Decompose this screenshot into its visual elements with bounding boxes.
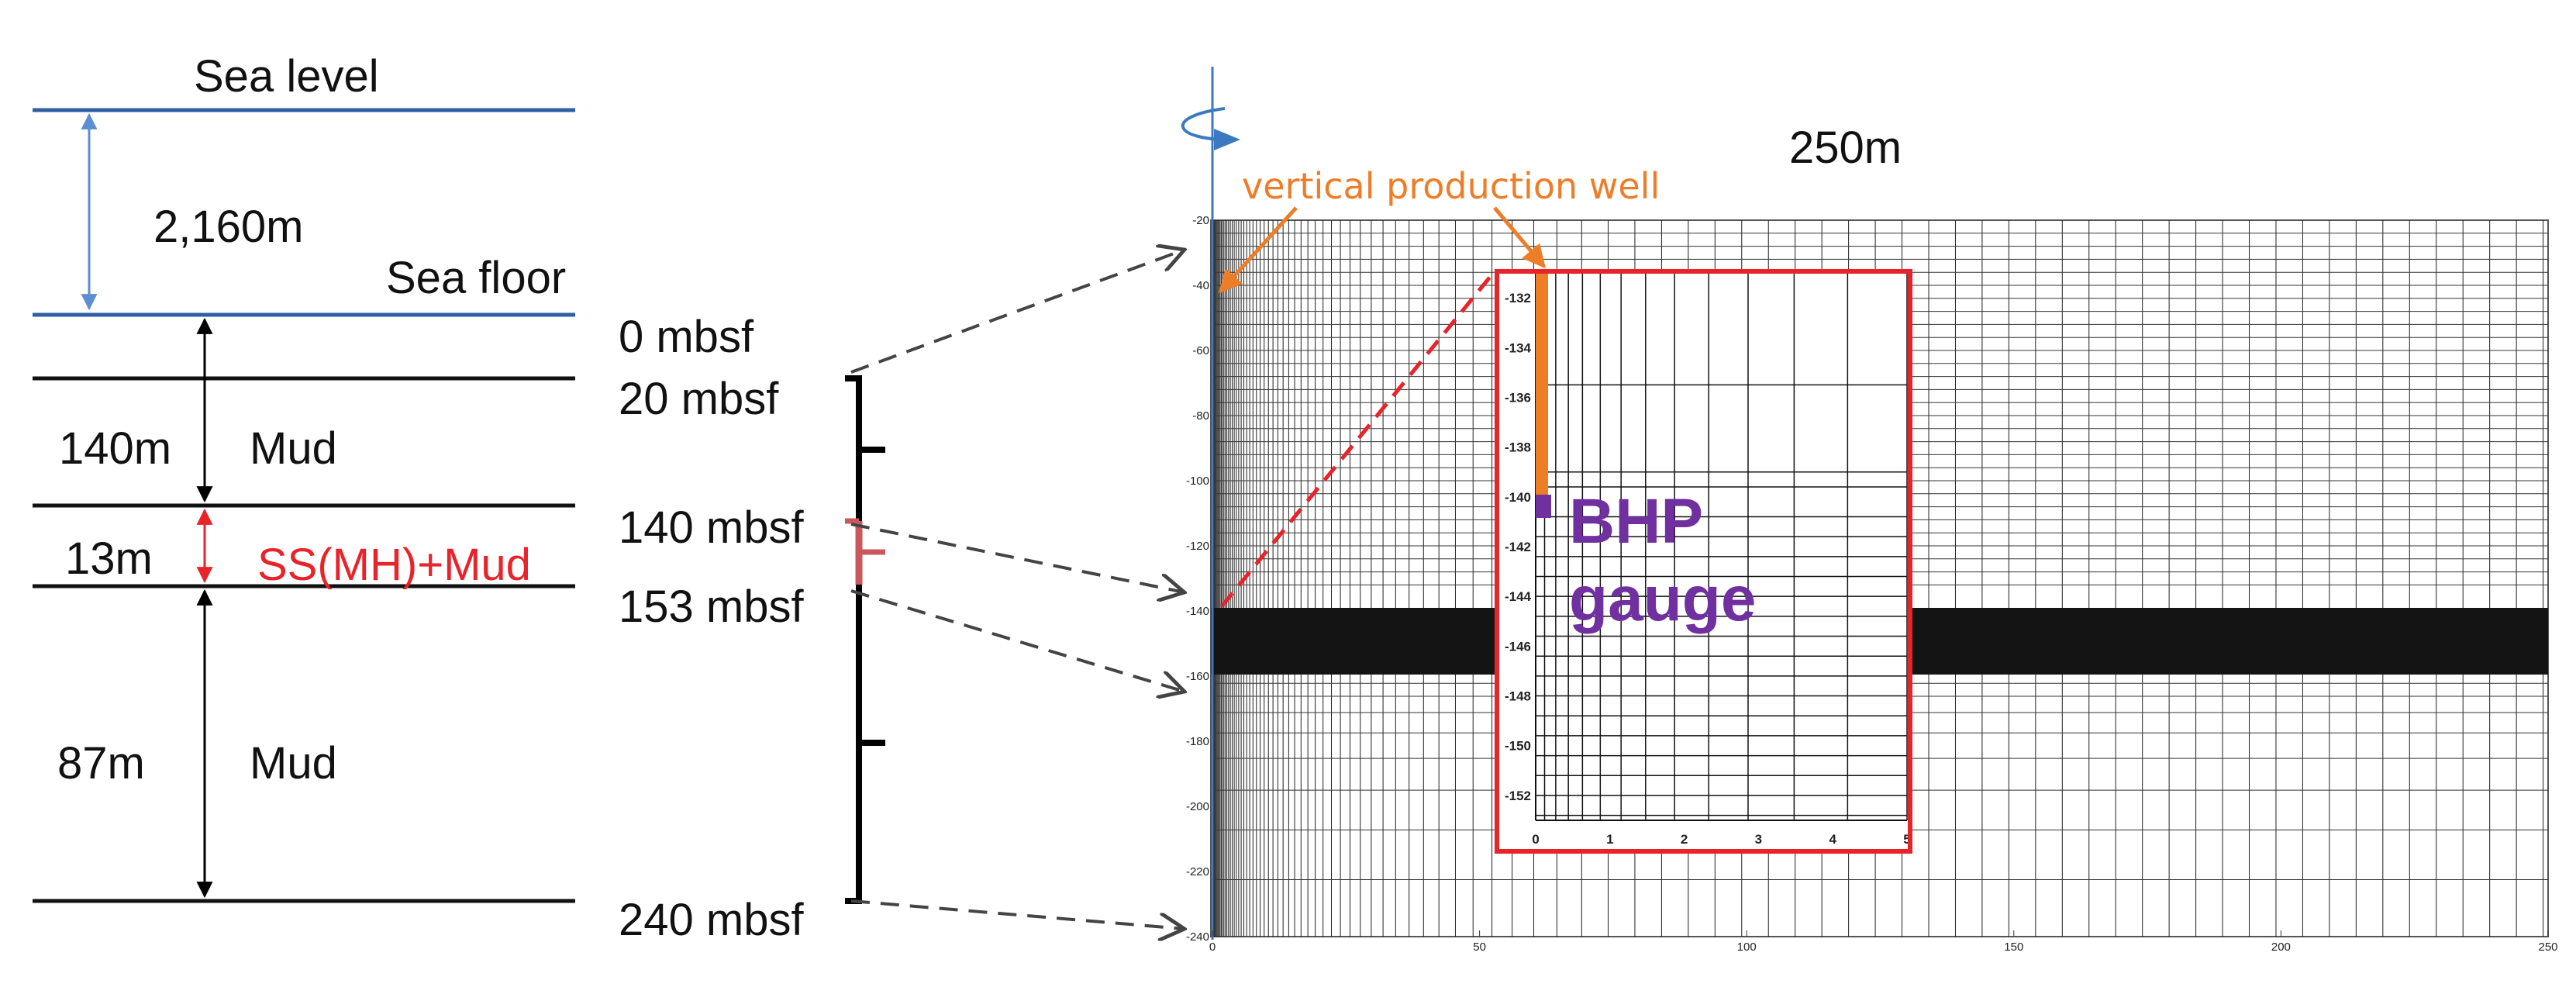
mesh-width-label: 250m	[1789, 123, 1902, 173]
depth-label-20: 20 mbsf	[619, 374, 779, 424]
y-tick-label: -140	[1186, 605, 1209, 618]
inset-y-tick-label: -138	[1505, 440, 1531, 455]
layer-2-material: SS(MH)+Mud	[257, 540, 531, 590]
inset-y-tick-label: -150	[1505, 739, 1531, 754]
inset-x-tick-label: 1	[1606, 832, 1613, 847]
production-well-marker	[1536, 273, 1548, 502]
well-pointer-right	[1493, 206, 1546, 269]
link-arrow-140	[850, 523, 1185, 592]
link-arrow-153	[850, 589, 1185, 692]
x-tick-label: 250	[2538, 941, 2557, 954]
depth-label-140: 140 mbsf	[619, 502, 804, 553]
inset-y-tick-label: -146	[1505, 639, 1531, 654]
y-tick-label: -240	[1186, 930, 1209, 944]
y-tick-label: -160	[1186, 670, 1209, 683]
inset-border	[1495, 269, 1912, 854]
water-depth-label: 2,160m	[153, 202, 303, 252]
gauge-label-line1: BHP	[1569, 486, 1703, 557]
y-tick-label: -40	[1192, 279, 1209, 292]
well-pointer-left	[1218, 206, 1298, 294]
x-tick-label: 100	[1737, 941, 1757, 954]
depth-scale: 0 mbsf 20 mbsf 140 mbsf 153 mbsf 240 mbs…	[619, 250, 1185, 945]
y-tick-label: -60	[1192, 344, 1209, 357]
depth-label-153: 153 mbsf	[619, 582, 804, 632]
link-arrow-20	[850, 250, 1185, 374]
inset-x-tick-label: 3	[1755, 832, 1762, 847]
inset-x-tick-label: 5	[1903, 832, 1910, 847]
sea-level-label: Sea level	[194, 51, 379, 102]
rotation-icon	[1181, 107, 1240, 150]
inset-x-tick-label: 2	[1681, 832, 1688, 847]
y-tick-label: -20	[1192, 214, 1209, 227]
x-tick-label: 50	[1473, 941, 1486, 954]
zoom-guide-line	[1220, 270, 1496, 608]
inset-y-tick-label: -134	[1505, 340, 1532, 355]
inset-x-tick-label: 0	[1532, 832, 1539, 847]
mesh-y-ticks: -20 -40 -60 -80 -100 -120 -140 -160 -180 -200 -220…	[1186, 214, 1209, 944]
layer-1-material: Mud	[250, 423, 337, 474]
bhp-gauge-marker	[1536, 495, 1551, 518]
y-tick-label: -80	[1192, 409, 1209, 423]
x-tick-label: 0	[1209, 941, 1216, 954]
y-tick-label: -180	[1186, 735, 1209, 748]
link-arrow-240	[850, 899, 1185, 929]
y-tick-label: -200	[1186, 800, 1209, 813]
inset-y-tick-label: -144	[1505, 589, 1532, 604]
inset-x-tick-label: 4	[1829, 832, 1836, 847]
y-tick-label: -120	[1186, 540, 1209, 553]
inset-y-tick-label: -148	[1505, 689, 1531, 704]
inset-y-tick-label: -152	[1505, 789, 1531, 803]
inset-background	[1497, 271, 1910, 851]
layer-3-thickness: 87m	[57, 738, 145, 789]
inset-y-tick-label: -136	[1505, 390, 1531, 405]
inset-ticks: -132 -134 -136 -138 -140 -142 -144 -146 -148 -150…	[1505, 291, 1911, 847]
stratigraphic-column: Sea level 2,160m Sea floor 140m Mud 13m …	[33, 51, 575, 903]
layer-3-material: Mud	[250, 738, 337, 789]
y-tick-label: -100	[1186, 475, 1209, 488]
y-tick-label: -220	[1186, 865, 1209, 878]
depth-label-240: 240 mbsf	[619, 895, 804, 945]
layer-1-thickness: 140m	[59, 423, 171, 474]
inset-zoom: -132 -134 -136 -138 -140 -142 -144 -146 -148 -150…	[1495, 269, 1912, 854]
well-label: vertical production well	[1242, 165, 1660, 207]
layer-2-thickness: 13m	[65, 533, 153, 584]
inset-y-tick-label: -140	[1505, 490, 1531, 505]
sea-floor-label: Sea floor	[386, 253, 566, 303]
mesh-x-ticks: 0 50 100 150 200 250	[1209, 930, 2558, 954]
x-tick-label: 200	[2271, 941, 2291, 954]
x-tick-label: 150	[2004, 941, 2023, 954]
depth-label-0: 0 mbsf	[619, 312, 754, 362]
inset-y-tick-label: -142	[1505, 540, 1531, 554]
gauge-label-line2: gauge	[1569, 564, 1756, 634]
inset-y-tick-label: -132	[1505, 291, 1531, 305]
